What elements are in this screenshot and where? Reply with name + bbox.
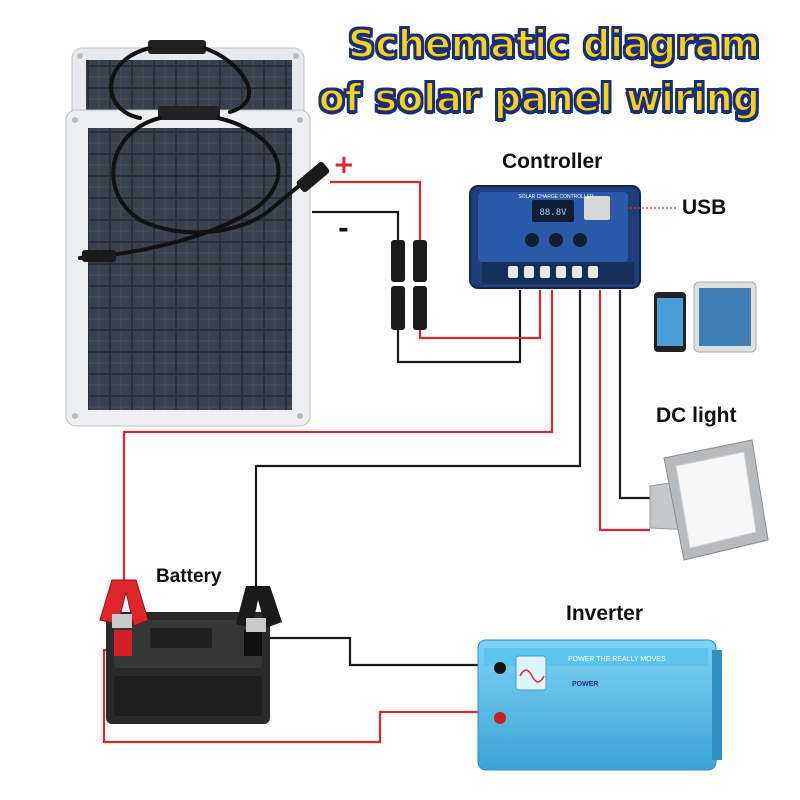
black-clamp-icon [236, 586, 282, 632]
controller-label: Controller [502, 150, 603, 173]
title-line-2: of solar panel wiring [318, 75, 761, 121]
negative-wires [254, 210, 650, 667]
title-line-1: Schematic diagram [347, 21, 761, 67]
charge-controller [469, 185, 641, 289]
inverter-power-label: POWER [572, 681, 598, 688]
terminal-block [508, 266, 598, 278]
red-clamp-icon [99, 579, 149, 628]
controller-heading: SOLAR CHARGE CONTROLLER [518, 194, 594, 200]
dc-light-icon [649, 439, 769, 561]
phone-icon [654, 292, 686, 352]
battery-icon [106, 612, 270, 724]
tablet-icon [693, 281, 757, 353]
controller-display: 88.8V [539, 208, 567, 218]
inline-connectors [391, 240, 427, 330]
inverter-icon [477, 639, 722, 771]
dc-light-label: DC light [656, 404, 737, 427]
inverter-brand-line: POWER THE REALLY MOVES [568, 656, 666, 663]
panel-cables [78, 40, 320, 260]
positive-sign: + [333, 150, 355, 180]
mc4-connectors-on-panel [82, 161, 330, 262]
negative-sign: - [338, 214, 349, 244]
battery-label: Battery [156, 566, 222, 587]
inverter-label: Inverter [566, 602, 644, 625]
solar-panel-front [65, 109, 311, 427]
usb-label: USB [682, 196, 727, 219]
